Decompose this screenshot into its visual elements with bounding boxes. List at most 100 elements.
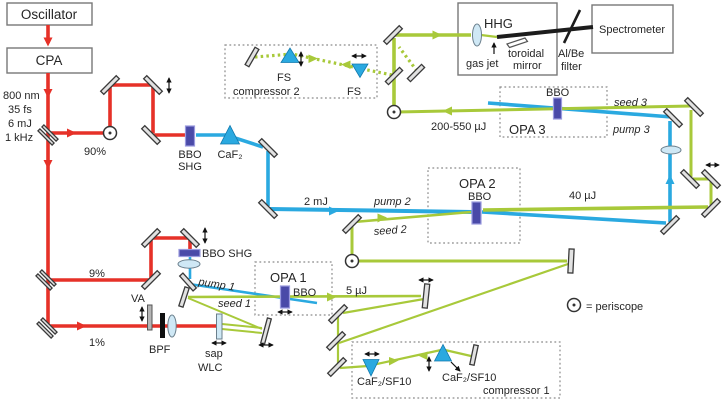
compressor2-box	[224, 44, 378, 99]
spectrometer-label: Spectrometer	[599, 24, 665, 36]
spec-duration: 35 fs	[8, 104, 32, 116]
comp1-prism-up	[433, 343, 453, 362]
opa1-box	[254, 261, 333, 316]
opa3-label: OPA 3	[509, 122, 546, 137]
mirror	[257, 137, 279, 159]
pump3-lens	[660, 145, 682, 155]
cpa-box	[6, 47, 93, 74]
arrow-1pct	[77, 321, 87, 331]
opa2-box	[427, 167, 521, 244]
mirror	[683, 96, 705, 118]
arrow-red-down-1	[43, 89, 53, 98]
mirror	[567, 248, 575, 274]
mirror	[325, 330, 347, 352]
comp1-prism1-label: CaF₂/SF10	[357, 376, 411, 388]
bbo-shg2-crystal	[178, 248, 201, 258]
arrow-5uj	[327, 292, 337, 302]
beam-pump1-diag	[188, 282, 318, 305]
opa2-label: OPA 2	[459, 176, 496, 191]
mirror-delay	[179, 227, 201, 249]
stage-arrows	[139, 42, 720, 372]
mirrors	[35, 24, 722, 378]
xuv-beam	[496, 9, 594, 44]
oscillator-label: Oscillator	[21, 7, 78, 22]
mirror-delay	[700, 168, 722, 190]
arrow-seed2	[377, 213, 387, 223]
mirror	[177, 285, 191, 309]
wlc-lens	[167, 314, 177, 338]
spec-energy: 6 mJ	[8, 118, 32, 130]
variable-attenuator	[147, 304, 153, 331]
arrow-red-down-2	[43, 160, 53, 169]
albe-label-2: filter	[561, 61, 582, 73]
fs-prism-up	[280, 47, 300, 63]
cpa-label: CPA	[36, 53, 63, 68]
opa1-bbo-crystal	[279, 285, 291, 309]
fs-prism-down	[351, 63, 369, 79]
beam-wlc-cone	[221, 323, 263, 334]
opa2-bbo-crystal	[471, 201, 482, 225]
mirror	[700, 197, 722, 219]
bbo-shg-label-1: BBO	[178, 149, 202, 161]
bandpass-filter	[160, 313, 165, 338]
beam-seed2	[353, 210, 472, 224]
periscope-legend-text: = periscope	[586, 301, 643, 313]
periscope-legend: = periscope	[566, 297, 643, 313]
fs2-label: FS	[347, 86, 361, 98]
arrow-comp1-right	[389, 357, 399, 366]
spectrometer-box	[591, 4, 674, 54]
albe-filter-bar	[562, 9, 582, 44]
mirror-delay	[421, 283, 431, 309]
curved-mirror	[259, 317, 273, 345]
hhg-lens	[472, 23, 482, 47]
split-90-label: 90%	[84, 146, 106, 158]
sap-label: sap	[205, 348, 223, 360]
beam-seed1-5uj	[187, 294, 422, 299]
pump2-label: pump 2	[373, 196, 411, 208]
arrow-90pct	[67, 128, 77, 138]
beam-comp2-dotted	[254, 52, 393, 77]
mirror	[406, 63, 426, 83]
arrow-comp2-left	[341, 60, 351, 69]
arrow-pump3-up	[665, 174, 675, 184]
mirror-comp1-end	[468, 343, 480, 367]
pump1-lens	[177, 259, 201, 269]
wlc-label: WLC	[198, 362, 223, 374]
spec-reprate: 1 kHz	[5, 132, 33, 144]
mirror	[178, 272, 198, 292]
beam-hhg-focus	[480, 33, 498, 39]
beam-wlc-return	[187, 297, 263, 330]
mirror	[140, 269, 162, 291]
split-9-label: 9%	[89, 268, 105, 280]
pump3-label: pump 3	[612, 124, 651, 136]
comp1-prism2-label: CaF₂/SF10	[442, 372, 496, 384]
out2-label: 40 µJ	[569, 190, 596, 202]
arrow-osc-cpa	[43, 37, 53, 47]
dotted-green-beams	[254, 46, 419, 77]
mirror	[679, 168, 701, 190]
arrow-to-hhg	[432, 30, 442, 40]
arrow-comp1-left	[418, 351, 428, 360]
2mj-label: 2 mJ	[304, 196, 328, 208]
beamsplitter-9	[35, 269, 57, 291]
caf2-prism	[219, 124, 241, 145]
optics	[147, 23, 682, 377]
compressor1-label: compressor 1	[483, 385, 550, 397]
mirror	[257, 198, 279, 220]
split-1-label: 1%	[89, 337, 105, 349]
seed1-label: seed 1	[218, 298, 251, 310]
albe-label-1: Al/Be	[558, 48, 584, 60]
caf2-label: CaF₂	[217, 149, 242, 161]
labels: Oscillator CPA 800 nm 35 fs 6 mJ 1 kHz 9…	[3, 7, 665, 397]
mirror	[384, 66, 404, 86]
mirror	[99, 74, 121, 96]
va-label: VA	[131, 293, 146, 305]
arrow-200-550	[442, 106, 452, 116]
bbo-shg-label-2: SHG	[178, 161, 202, 173]
beam-pump3	[487, 101, 673, 119]
out1-label: 5 µJ	[346, 285, 367, 297]
opa3-bbo-crystal	[552, 97, 563, 120]
comp1-prism-down	[362, 359, 380, 377]
diagonal-arrow	[450, 361, 461, 372]
